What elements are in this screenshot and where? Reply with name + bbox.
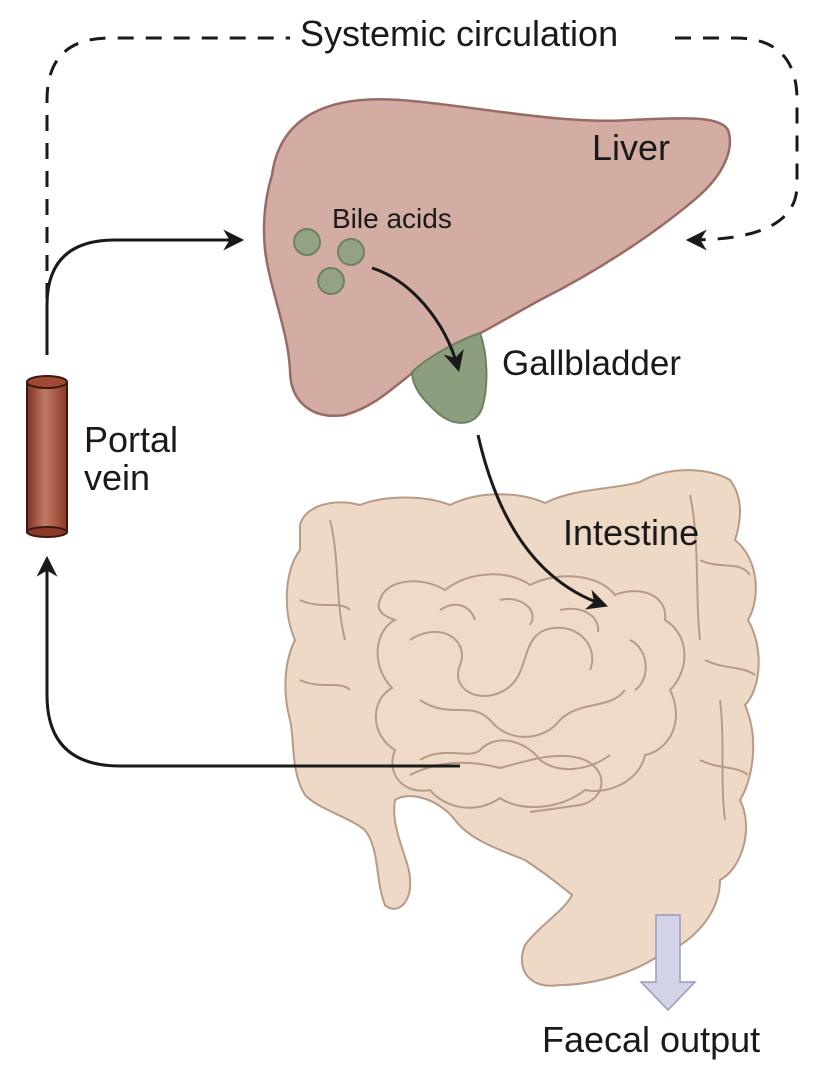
intestine-label: Intestine (563, 512, 699, 553)
faecal-output-arrow (639, 914, 697, 1012)
portal-vein-label-line2: vein (84, 457, 150, 498)
gallbladder-to-intestine-arrow (476, 434, 608, 610)
intestine (284, 469, 760, 987)
portal-vein-to-liver-arrow (45, 229, 245, 355)
intestine-to-portal-vein-arrow (36, 555, 460, 768)
liver-label: Liver (592, 127, 670, 168)
bile-to-gallbladder-arrow (371, 266, 464, 373)
bile-acid-particle (337, 238, 365, 266)
bile-acid-particle (293, 228, 321, 256)
portal-vein (26, 375, 68, 538)
systemic-circulation-loop (45, 36, 799, 355)
gallbladder-label: Gallbladder (502, 344, 681, 383)
bile-acid-particle (317, 267, 345, 295)
small-intestine-loops (374, 573, 686, 809)
liver (262, 98, 732, 418)
systemic-circulation-label: Systemic circulation (300, 13, 618, 54)
portal-vein-label-line1: Portal (84, 419, 178, 460)
faecal-output-label: Faecal output (542, 1019, 760, 1060)
bile-acids-label: Bile acids (332, 203, 452, 234)
gallbladder (410, 331, 488, 424)
